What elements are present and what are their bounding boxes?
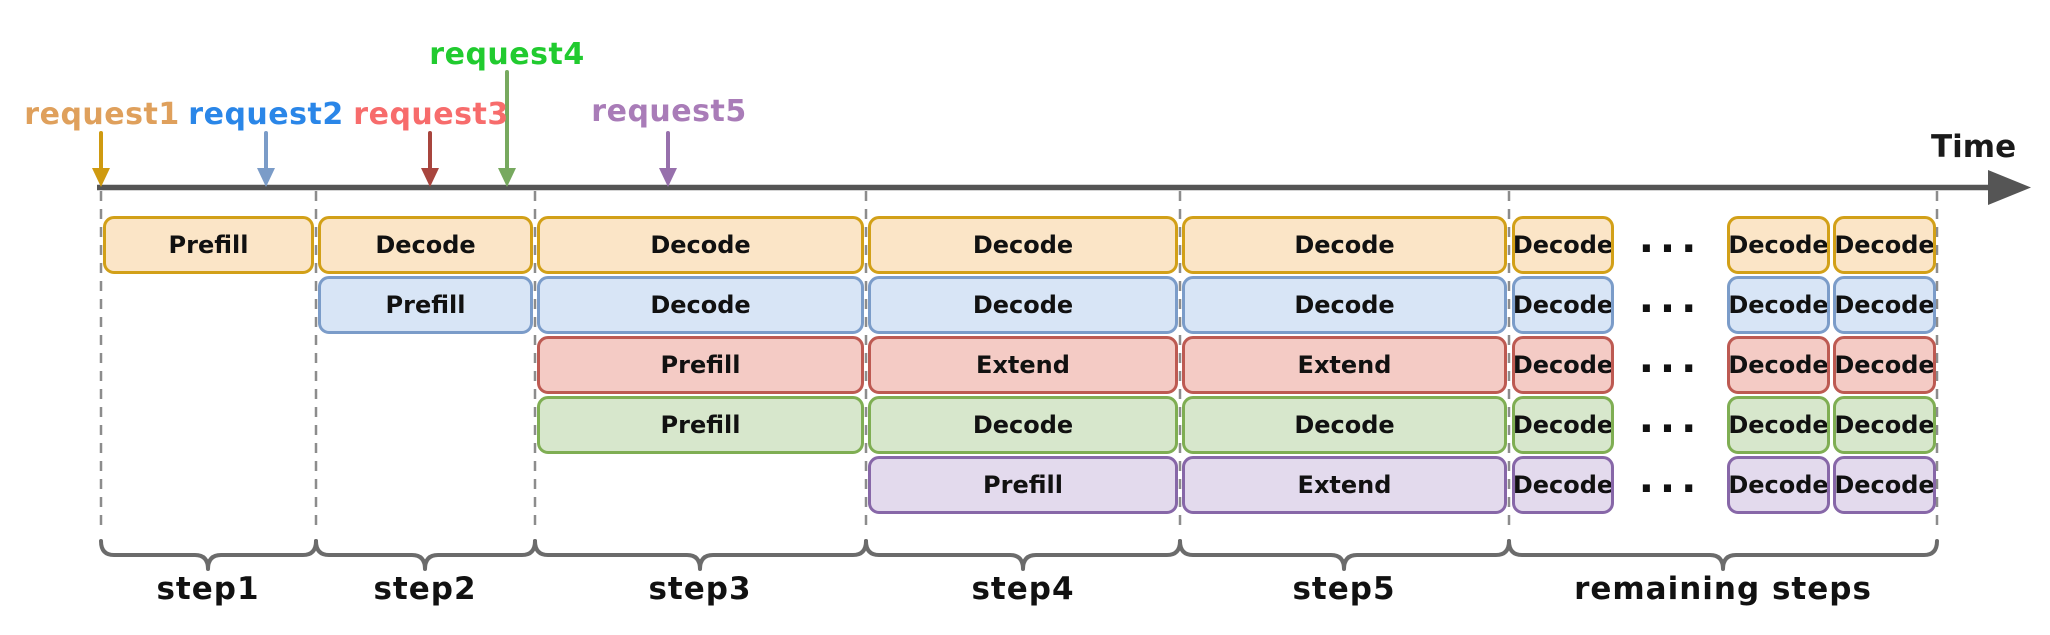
request3-label: request3 [353, 97, 509, 132]
task-box: Decode [1512, 336, 1614, 394]
task-box: Decode [1833, 216, 1936, 274]
task-box: Prefill [537, 336, 864, 394]
task-box: Decode [1512, 216, 1614, 274]
step-braces [99, 539, 1939, 571]
remaining-steps-label: remaining steps [1574, 571, 1872, 607]
task-box: Decode [537, 276, 864, 334]
time-axis [97, 170, 2031, 205]
task-box: Decode [1833, 336, 1936, 394]
request4-arrival-arrow-icon [498, 70, 516, 187]
task-box: Decode [1512, 276, 1614, 334]
request2-label: request2 [188, 97, 344, 132]
request1-label: request1 [24, 97, 180, 132]
task-box: Decode [1727, 456, 1830, 514]
step2-brace [314, 539, 537, 571]
task-box: Decode [1182, 396, 1507, 454]
task-box: Decode [1182, 276, 1507, 334]
task-box: Decode [1833, 276, 1936, 334]
step4-label: step4 [971, 571, 1075, 607]
request5-label: request5 [591, 94, 747, 129]
ellipsis: ... [1638, 396, 1703, 442]
task-box: Decode [537, 216, 864, 274]
task-box: Decode [1727, 216, 1830, 274]
task-box: Prefill [537, 396, 864, 454]
task-box: Decode [1727, 396, 1830, 454]
task-box: Decode [1727, 336, 1830, 394]
request4-label: request4 [429, 37, 585, 72]
step-boundary-dashed-lines [99, 191, 1939, 533]
task-box: Decode [868, 276, 1178, 334]
ellipsis: ... [1638, 276, 1703, 322]
task-box: Extend [1182, 336, 1507, 394]
remaining-steps-brace [1507, 539, 1939, 571]
request5-arrival-arrow-icon [659, 131, 677, 187]
task-box: Decode [1512, 396, 1614, 454]
step5-brace [1178, 539, 1511, 571]
request3-arrival-arrow-icon [421, 131, 439, 187]
task-box: Decode [1727, 276, 1830, 334]
time-axis-arrowhead-icon [1988, 170, 2031, 205]
task-box: Extend [868, 336, 1178, 394]
step4-brace [864, 539, 1182, 571]
task-box: Decode [1833, 396, 1936, 454]
task-box: Decode [318, 216, 533, 274]
time-axis-label: Time [1931, 129, 2017, 165]
request1-arrival-arrow-icon [92, 131, 110, 187]
ellipsis: ... [1638, 216, 1703, 262]
task-box: Decode [1512, 456, 1614, 514]
task-box: Decode [868, 216, 1178, 274]
request2-arrival-arrow-icon [257, 131, 275, 187]
task-box: Prefill [868, 456, 1178, 514]
step1-label: step1 [156, 571, 260, 607]
step5-label: step5 [1292, 571, 1396, 607]
step1-brace [99, 539, 318, 571]
task-box: Decode [868, 396, 1178, 454]
task-box: Prefill [318, 276, 533, 334]
task-box: Extend [1182, 456, 1507, 514]
task-box: Decode [1182, 216, 1507, 274]
task-box: Decode [1833, 456, 1936, 514]
step2-label: step2 [373, 571, 477, 607]
step3-label: step3 [648, 571, 752, 607]
ellipsis: ... [1638, 456, 1703, 502]
task-box: Prefill [103, 216, 314, 274]
step3-brace [533, 539, 868, 571]
ellipsis: ... [1638, 336, 1703, 382]
